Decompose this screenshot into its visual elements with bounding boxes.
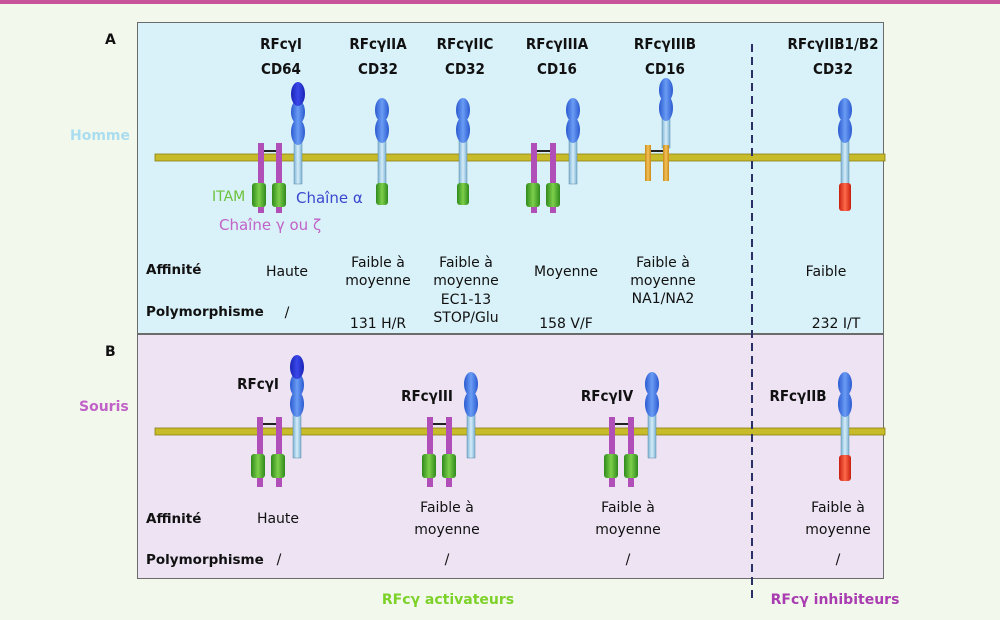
species-souris: Souris bbox=[79, 399, 129, 415]
receptor-fcgriiia bbox=[526, 98, 580, 213]
membrane-mouse bbox=[154, 427, 886, 436]
receptor-name: RFcγIIC bbox=[436, 35, 494, 53]
receptor-fcgriic bbox=[456, 98, 470, 205]
affinity-label: Affinité bbox=[146, 511, 202, 527]
receptor-fcgri-mouse bbox=[251, 355, 304, 487]
receptor-fcgriv-mouse bbox=[604, 372, 659, 487]
affinity-value: Faible à moyenne bbox=[433, 255, 499, 289]
polymorphism-value: EC1-13 STOP/Glu bbox=[433, 292, 499, 326]
receptor-fcgriiib bbox=[645, 78, 673, 181]
receptor-cd: CD64 bbox=[261, 60, 301, 78]
affinity-value: Haute bbox=[256, 511, 300, 527]
inhibitory-receptors-label: RFcγ inhibiteurs bbox=[770, 592, 900, 608]
top-accent-bar bbox=[0, 0, 1000, 4]
activating-receptors-label: RFcγ activateurs bbox=[381, 592, 515, 608]
polymorphism-label: Polymorphisme bbox=[146, 552, 264, 568]
polymorphism-value: 158 V/F bbox=[539, 316, 593, 332]
polymorphism-value: NA1/NA2 bbox=[631, 291, 695, 307]
polymorphism-value: / bbox=[276, 552, 282, 568]
legend-gamma-zeta-chain: Chaîne γ ou ζ bbox=[219, 216, 322, 234]
receptor-fcgri-human bbox=[252, 82, 305, 213]
receptor-name: RFcγI bbox=[237, 375, 279, 393]
affinity-value: Haute bbox=[265, 264, 309, 280]
affinity-value: Moyenne bbox=[534, 264, 598, 280]
polymorphism-value: 232 I/T bbox=[811, 316, 861, 332]
receptor-name: RFcγIIA bbox=[349, 35, 407, 53]
receptor-name: RFcγI bbox=[260, 35, 302, 53]
affinity-label: Affinité bbox=[146, 262, 202, 278]
legend-alpha-chain: Chaîne α bbox=[296, 189, 363, 207]
affinity-value: Faible bbox=[805, 264, 847, 280]
receptor-fcgriib-mouse bbox=[838, 372, 852, 481]
receptor-name: RFcγIV bbox=[580, 387, 634, 405]
receptor-cd: CD32 bbox=[358, 60, 398, 78]
receptor-fcgriib-human bbox=[838, 98, 852, 211]
receptor-name: RFcγIIIB bbox=[633, 35, 697, 53]
affinity-value: Faible à moyenne bbox=[630, 255, 696, 289]
receptor-name: RFcγIII bbox=[401, 387, 453, 405]
receptor-fcgriii-mouse bbox=[422, 372, 478, 487]
receptor-fcgriia bbox=[375, 98, 389, 205]
legend-itam: ITAM bbox=[212, 189, 246, 205]
polymorphism-value: / bbox=[835, 552, 841, 568]
panel-a-letter: A bbox=[105, 32, 116, 48]
receptor-name: RFcγIIIA bbox=[525, 35, 589, 53]
affinity-value: Faible à moyenne bbox=[805, 500, 871, 538]
species-homme: Homme bbox=[70, 128, 131, 144]
polymorphism-value: / bbox=[444, 552, 450, 568]
receptor-cd: CD32 bbox=[813, 60, 853, 78]
polymorphism-value: / bbox=[284, 305, 290, 321]
polymorphism-value: / bbox=[625, 552, 631, 568]
polymorphism-label: Polymorphisme bbox=[146, 304, 264, 320]
polymorphism-value: 131 H/R bbox=[349, 316, 407, 332]
affinity-value: Faible à moyenne bbox=[414, 500, 480, 538]
receptor-name: RFcγIIB1/B2 bbox=[787, 35, 879, 53]
receptor-name: RFcγIIB bbox=[769, 387, 827, 405]
affinity-value: Faible à moyenne bbox=[345, 255, 411, 289]
receptor-cd: CD16 bbox=[645, 60, 685, 78]
membrane-human bbox=[154, 153, 886, 162]
receptor-cd: CD16 bbox=[537, 60, 577, 78]
affinity-value: Faible à moyenne bbox=[595, 500, 661, 538]
receptor-cd: CD32 bbox=[445, 60, 485, 78]
panel-b-letter: B bbox=[105, 344, 116, 360]
